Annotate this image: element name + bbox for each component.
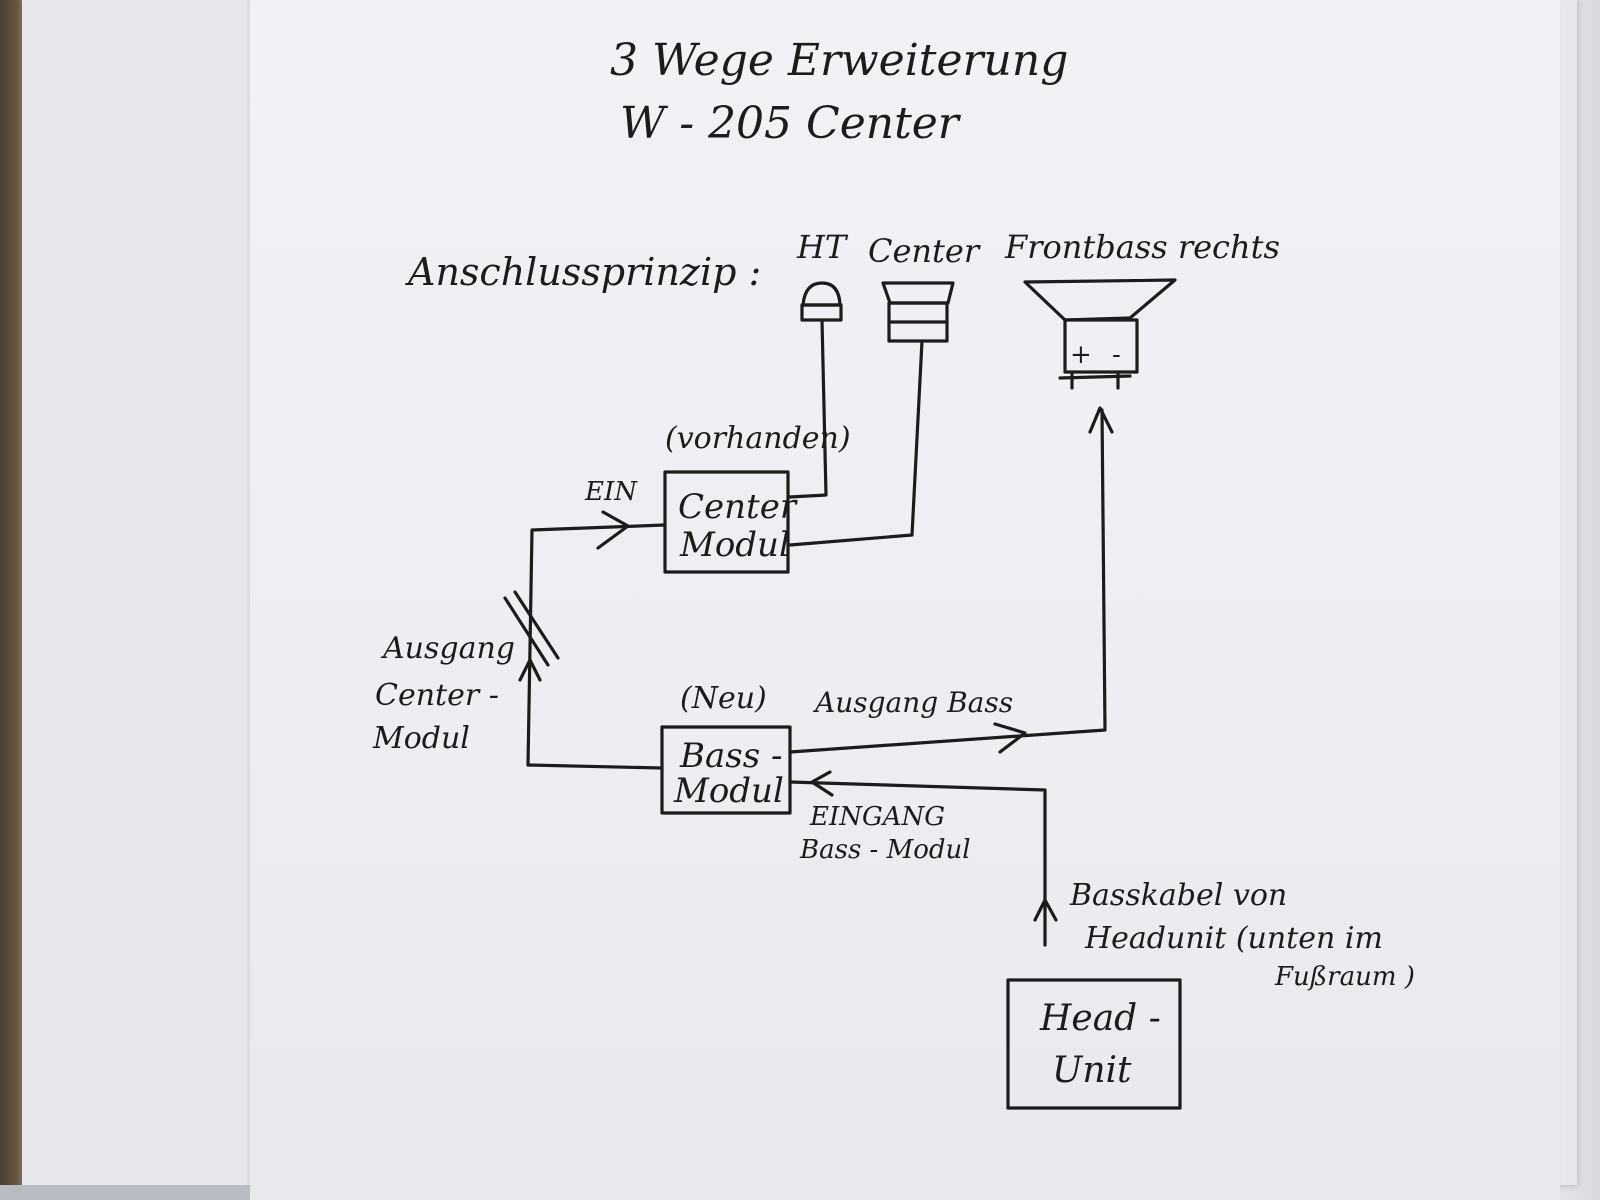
bass-module-label-1: Bass - (679, 736, 782, 776)
wire-tweeter (788, 318, 828, 499)
wire-headunit-to-bass (788, 780, 1047, 947)
bass-module-label-2: Modul (673, 771, 784, 811)
arrow-bass-input (810, 770, 834, 797)
center-module-box (663, 470, 790, 574)
cable-mark-2 (513, 590, 560, 660)
wire-center-speaker (788, 339, 924, 547)
center-speaker-label: Center (868, 232, 981, 270)
center-module-label-2: Modul (679, 525, 790, 565)
arrow-center-input (596, 510, 630, 550)
wire-bass-output (788, 408, 1107, 754)
center-module-note: (vorhanden) (665, 421, 851, 456)
bass-input-label-1: EINGANG (809, 802, 945, 832)
arrow-headunit-up (1033, 898, 1058, 922)
cable-mark-1 (503, 596, 550, 667)
tweeter-label: HT (796, 228, 849, 266)
center-output-label-1: Ausgang (380, 631, 515, 666)
title-line-2: W - 205 Center (620, 98, 962, 149)
center-output-label-3: Modul (372, 721, 470, 756)
frontbass-speaker-icon (1023, 278, 1177, 390)
bass-output-label: Ausgang Bass (812, 686, 1013, 719)
center-speaker-icon (881, 281, 955, 343)
arrow-frontbass-input (1088, 406, 1114, 434)
bass-cable-label-2: Headunit (unten im (1084, 921, 1383, 956)
frontbass-minus-sign: - (1112, 340, 1121, 370)
head-unit-label-2: Unit (1052, 1050, 1132, 1091)
bass-module-box (660, 725, 792, 815)
frontbass-label: Frontbass rechts (1004, 228, 1280, 266)
wire-bass-left (526, 763, 664, 770)
title-line-1: 3 Wege Erweiterung (610, 35, 1068, 86)
paper-edge (0, 1185, 250, 1200)
paper-sheet-front (250, 0, 1560, 1200)
heading-anschlussprinzip: Anschlussprinzip : (405, 250, 761, 294)
bass-input-label-2: Bass - Modul (799, 835, 971, 865)
bass-cable-label-1: Basskabel von (1069, 878, 1287, 913)
center-module-label-1: Center (678, 487, 798, 527)
bass-module-note: (Neu) (680, 681, 767, 716)
arrow-center-output-up (518, 658, 542, 682)
bass-cable-label-3: Fußraum ) (1274, 962, 1415, 992)
center-module-input-label: EIN (584, 477, 638, 507)
arrow-bass-output (993, 722, 1027, 754)
center-output-label-2: Center - (375, 678, 499, 713)
wire-bass-to-center (526, 523, 667, 767)
head-unit-box (1006, 978, 1182, 1110)
head-unit-label-1: Head - (1039, 998, 1161, 1039)
frontbass-plus-sign: + (1070, 340, 1092, 370)
tweeter-icon (800, 281, 843, 322)
